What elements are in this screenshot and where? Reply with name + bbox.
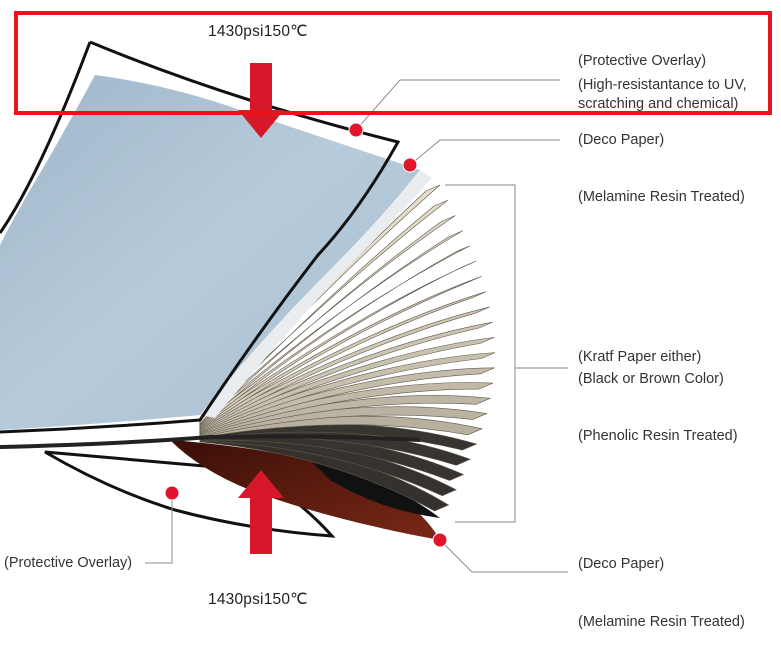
kraft-sheet xyxy=(199,215,456,427)
kraft-sheet xyxy=(199,260,476,429)
kraft-sheet xyxy=(199,276,482,430)
label-overlay-top-desc-2: scratching and chemical) xyxy=(578,96,739,112)
pressure-arrow-down xyxy=(238,63,284,138)
marker-top-overlay xyxy=(348,122,364,138)
highlight-box xyxy=(14,11,772,115)
label-overlay-top-title: (Protective Overlay) xyxy=(578,53,707,69)
kraft-sheet xyxy=(199,306,491,432)
label-kraft-2: (Black or Brown Color) xyxy=(578,371,724,387)
label-melamine-bottom: (Melamine Resin Treated) xyxy=(578,614,745,630)
marker-bottom-overlay xyxy=(164,485,180,501)
label-kraft-1: (Kratf Paper either) xyxy=(578,349,702,365)
kraft-sheet xyxy=(199,199,448,426)
label-deco-top: (Deco Paper) xyxy=(578,132,665,148)
kraft-sheet xyxy=(199,337,495,434)
kraft-sheet xyxy=(199,321,493,433)
kraft-sheet xyxy=(199,291,487,431)
marker-bottom-deco xyxy=(432,532,448,548)
label-phenolic: (Phenolic Resin Treated) xyxy=(578,428,738,444)
label-melamine-top: (Melamine Resin Treated) xyxy=(578,189,745,205)
pressure-label-bottom: 1430psi150℃ xyxy=(208,591,308,608)
markers xyxy=(164,122,448,548)
pressure-arrow-up xyxy=(238,470,284,554)
top-deco-sheet xyxy=(0,75,420,430)
label-overlay-top-desc-1: (High-resistantance to UV, xyxy=(578,77,747,93)
marker-top-deco xyxy=(402,157,418,173)
kraft-sheet xyxy=(199,245,470,429)
kraft-sheet xyxy=(199,230,463,428)
label-deco-bottom: (Deco Paper) xyxy=(578,556,665,572)
bottom-deco-sheet xyxy=(170,440,440,540)
pressure-label-top: 1430psi150℃ xyxy=(208,23,308,40)
label-overlay-bottom: (Protective Overlay) xyxy=(4,555,133,571)
kraft-sheet xyxy=(199,352,496,434)
